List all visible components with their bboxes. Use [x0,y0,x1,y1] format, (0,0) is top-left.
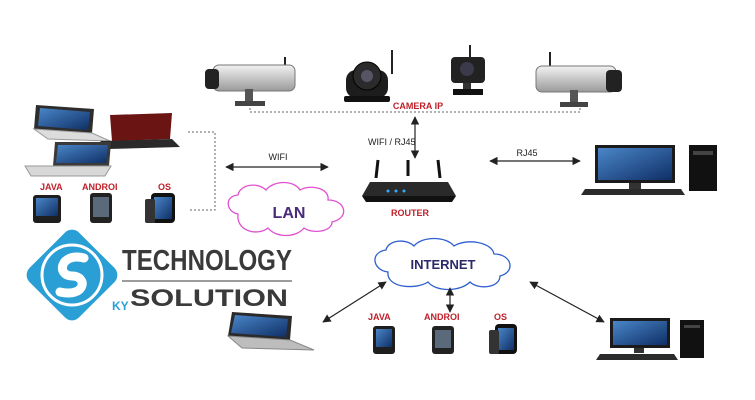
smartphone-icon [373,326,395,354]
router-icon [362,159,456,202]
smartphone-icon [145,193,175,223]
phone-label-os: OS [494,312,507,322]
phone-label-os: OS [158,182,171,192]
laptop-icon [100,113,180,149]
phone-label-java: JAVA [368,312,391,322]
smartphone-icon [90,193,112,223]
ip-camera-icon [344,50,393,102]
logo-mark-text: KY [112,299,129,313]
ip-camera-icon [451,45,485,95]
phone-label-android: ANDROI [424,312,460,322]
phone-label-android: ANDROI [82,182,118,192]
laptop-icon [24,142,112,177]
smartphone-icon [432,326,454,354]
cloud-icon: LAN [227,181,345,237]
router-label: ROUTER [391,208,430,218]
cloud-icon: INTERNET [374,237,511,291]
rj45-label: RJ45 [516,148,537,158]
smartphone-icon [489,324,517,354]
desktop-computer-icon [596,318,704,360]
smartphone-icon [33,195,61,223]
lan-label: LAN [273,205,306,222]
ip-camera-icon [205,57,296,106]
wifi-rj45-label: WIFI / RJ45 [368,137,416,147]
ip-camera-icon [535,52,622,107]
laptop-icon [226,312,315,351]
desktop-computer-icon [581,145,717,195]
laptop-icon [32,105,111,142]
phone-label-java: JAVA [40,182,63,192]
company-logo: KY TECHNOLOGY SOLUTION [26,229,292,321]
wifi-label: WIFI [269,152,288,162]
camera-ip-label: CAMERA IP [393,101,443,111]
logo-line2: SOLUTION [130,285,288,312]
internet-label: INTERNET [411,257,476,272]
logo-line1: TECHNOLOGY [122,245,292,277]
